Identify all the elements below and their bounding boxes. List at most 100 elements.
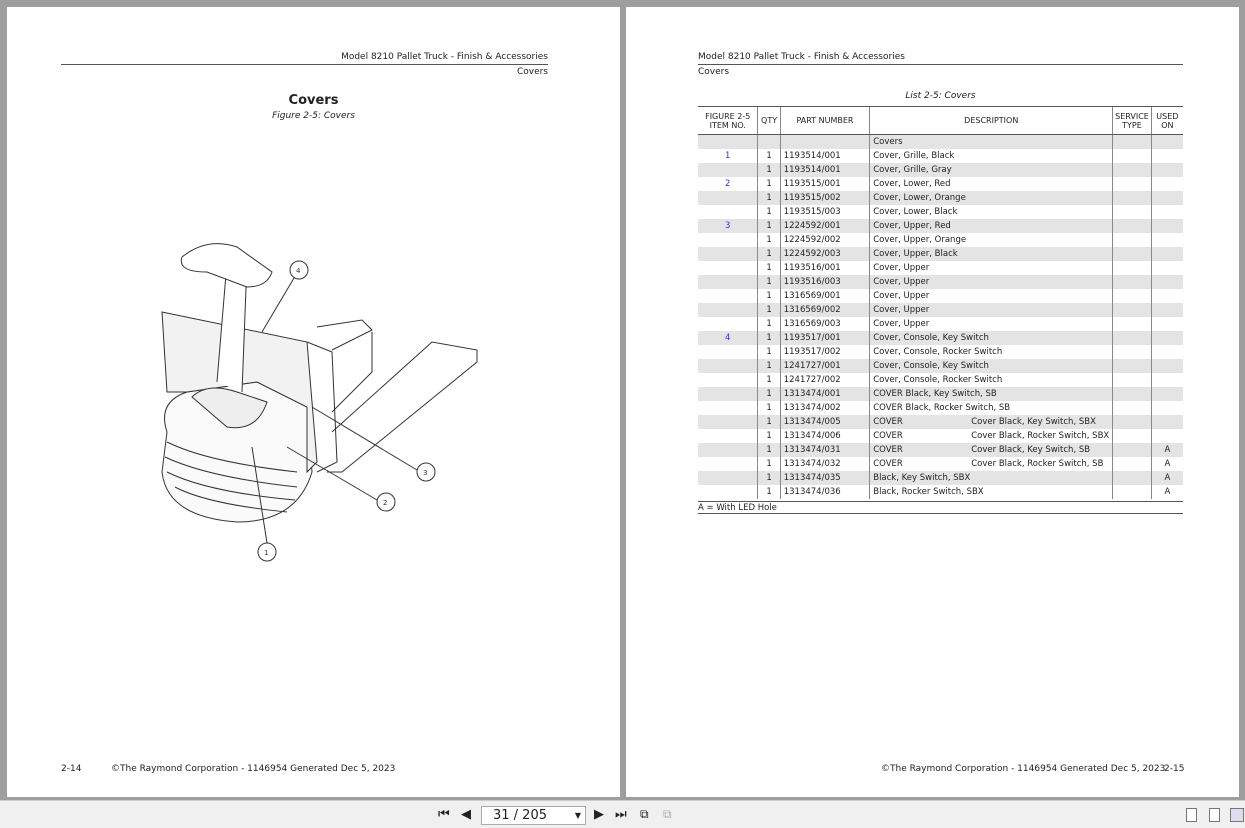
figure-caption: Figure 2-5: Covers <box>272 111 355 121</box>
item-number[interactable] <box>698 303 758 317</box>
item-number[interactable] <box>698 317 758 331</box>
table-row: 1 1241727/001 Cover, Console, Key Switch <box>698 358 1183 373</box>
item-number[interactable] <box>698 485 758 499</box>
col-service: SERVICE TYPE <box>1112 106 1152 135</box>
qty: 1 <box>757 176 781 191</box>
description-detail: Cover Black, Rocker Switch, SB <box>971 458 1104 469</box>
item-number[interactable] <box>698 261 758 275</box>
part-number: 1193516/003 <box>779 274 870 289</box>
used-on <box>1150 428 1183 443</box>
description-main: Cover, Lower, Red <box>873 178 951 189</box>
service-type <box>1112 274 1152 289</box>
item-number[interactable] <box>698 387 758 401</box>
item-number[interactable] <box>698 191 758 205</box>
single-page-view-icon[interactable] <box>1186 808 1197 822</box>
item-number[interactable]: 3 <box>725 220 731 231</box>
page-number: 2-14 <box>61 764 82 774</box>
description: Covers <box>869 134 1113 149</box>
used-on <box>1150 400 1183 415</box>
item-number[interactable] <box>698 289 758 303</box>
qty: 1 <box>757 470 781 485</box>
description: Black, Rocker Switch, SBX <box>869 484 1113 499</box>
item-number[interactable] <box>698 443 758 457</box>
continuous-view-icon[interactable] <box>1209 808 1220 822</box>
description-main: Cover, Upper <box>873 262 930 273</box>
part-number: 1316569/003 <box>779 316 870 331</box>
description: Cover, Grille, Black <box>869 148 1113 163</box>
part-number: 1193515/001 <box>779 176 870 191</box>
item-number[interactable] <box>698 233 758 247</box>
qty: 1 <box>757 302 781 317</box>
item-number[interactable] <box>698 345 758 359</box>
description-main: Cover, Grille, Black <box>873 150 955 161</box>
fit-width-icon[interactable]: ⧉ <box>663 807 672 821</box>
service-type <box>1112 484 1152 499</box>
table-row: 1 1193516/001 Cover, Upper <box>698 260 1183 275</box>
qty: 1 <box>757 260 781 275</box>
used-on <box>1150 232 1183 247</box>
description-main: Cover, Upper <box>873 276 930 287</box>
used-on <box>1150 358 1183 373</box>
service-type <box>1112 344 1152 359</box>
description: COVER Black, Key Switch, SB <box>869 386 1113 401</box>
item-number[interactable] <box>698 275 758 289</box>
qty: 1 <box>757 330 781 345</box>
item-number[interactable]: 4 <box>725 332 731 343</box>
header-section: Covers <box>516 67 548 77</box>
qty: 1 <box>757 400 781 415</box>
item-number[interactable] <box>698 457 758 471</box>
description-main: Cover, Upper, Orange <box>873 234 967 245</box>
item-number[interactable] <box>698 247 758 261</box>
table-row: 2 1 1193515/001 Cover, Lower, Red <box>698 176 1183 191</box>
description: Cover, Grille, Gray <box>869 162 1113 177</box>
item-number[interactable]: 2 <box>725 178 731 189</box>
item-number[interactable]: 1 <box>725 150 731 161</box>
last-page-icon[interactable]: ⏭ <box>615 807 627 822</box>
footer-text: ©The Raymond Corporation - 1146954 Gener… <box>881 764 1166 774</box>
table-row: 1 1313474/002 COVER Black, Rocker Switch… <box>698 400 1183 415</box>
part-number: 1241727/002 <box>779 372 870 387</box>
page-number-field[interactable]: 31 / 205▼ <box>481 806 586 825</box>
description: Cover, Upper, Black <box>869 246 1113 261</box>
callout-3: 3 <box>423 469 427 477</box>
item-number[interactable] <box>698 415 758 429</box>
previous-page-icon[interactable]: ◀ <box>461 807 471 822</box>
qty: 1 <box>757 204 781 219</box>
service-type <box>1112 176 1152 191</box>
used-on: A <box>1150 470 1183 485</box>
part-number: 1316569/002 <box>779 302 870 317</box>
qty: 1 <box>757 344 781 359</box>
item-number[interactable] <box>698 163 758 177</box>
service-type <box>1112 134 1152 149</box>
item-number[interactable] <box>698 205 758 219</box>
item-number[interactable] <box>698 471 758 485</box>
two-page-view-icon[interactable] <box>1230 808 1244 822</box>
description-main: Cover, Upper, Red <box>873 220 951 231</box>
col-part: PART NUMBER <box>779 106 870 135</box>
pallet-truck-illustration: 1 2 3 4 <box>161 243 478 562</box>
description-detail: Cover Black, Rocker Switch, SBX <box>971 430 1110 441</box>
table-note: A = With LED Hole <box>698 501 1183 514</box>
used-on <box>1150 176 1183 191</box>
used-on <box>1150 274 1183 289</box>
part-number: 1241727/001 <box>779 358 870 373</box>
description-main: COVER Black, Key Switch, SB <box>873 388 997 399</box>
service-type <box>1112 456 1152 471</box>
header-title: Model 8210 Pallet Truck - Finish & Acces… <box>698 52 905 62</box>
fit-page-icon[interactable]: ⧉ <box>640 807 649 821</box>
service-type <box>1112 302 1152 317</box>
description: Cover, Lower, Orange <box>869 190 1113 205</box>
item-number[interactable] <box>698 401 758 415</box>
qty: 1 <box>757 456 781 471</box>
next-page-icon[interactable]: ▶ <box>594 807 604 822</box>
dropdown-arrow-icon[interactable]: ▼ <box>574 811 581 820</box>
first-page-icon[interactable]: ⏮ <box>438 807 450 822</box>
item-number[interactable] <box>698 359 758 373</box>
item-number[interactable] <box>698 429 758 443</box>
item-number[interactable] <box>698 373 758 387</box>
item-number[interactable] <box>698 135 758 149</box>
used-on: A <box>1150 456 1183 471</box>
used-on <box>1150 302 1183 317</box>
table-row: 1 1193515/002 Cover, Lower, Orange <box>698 190 1183 205</box>
used-on <box>1150 190 1183 205</box>
